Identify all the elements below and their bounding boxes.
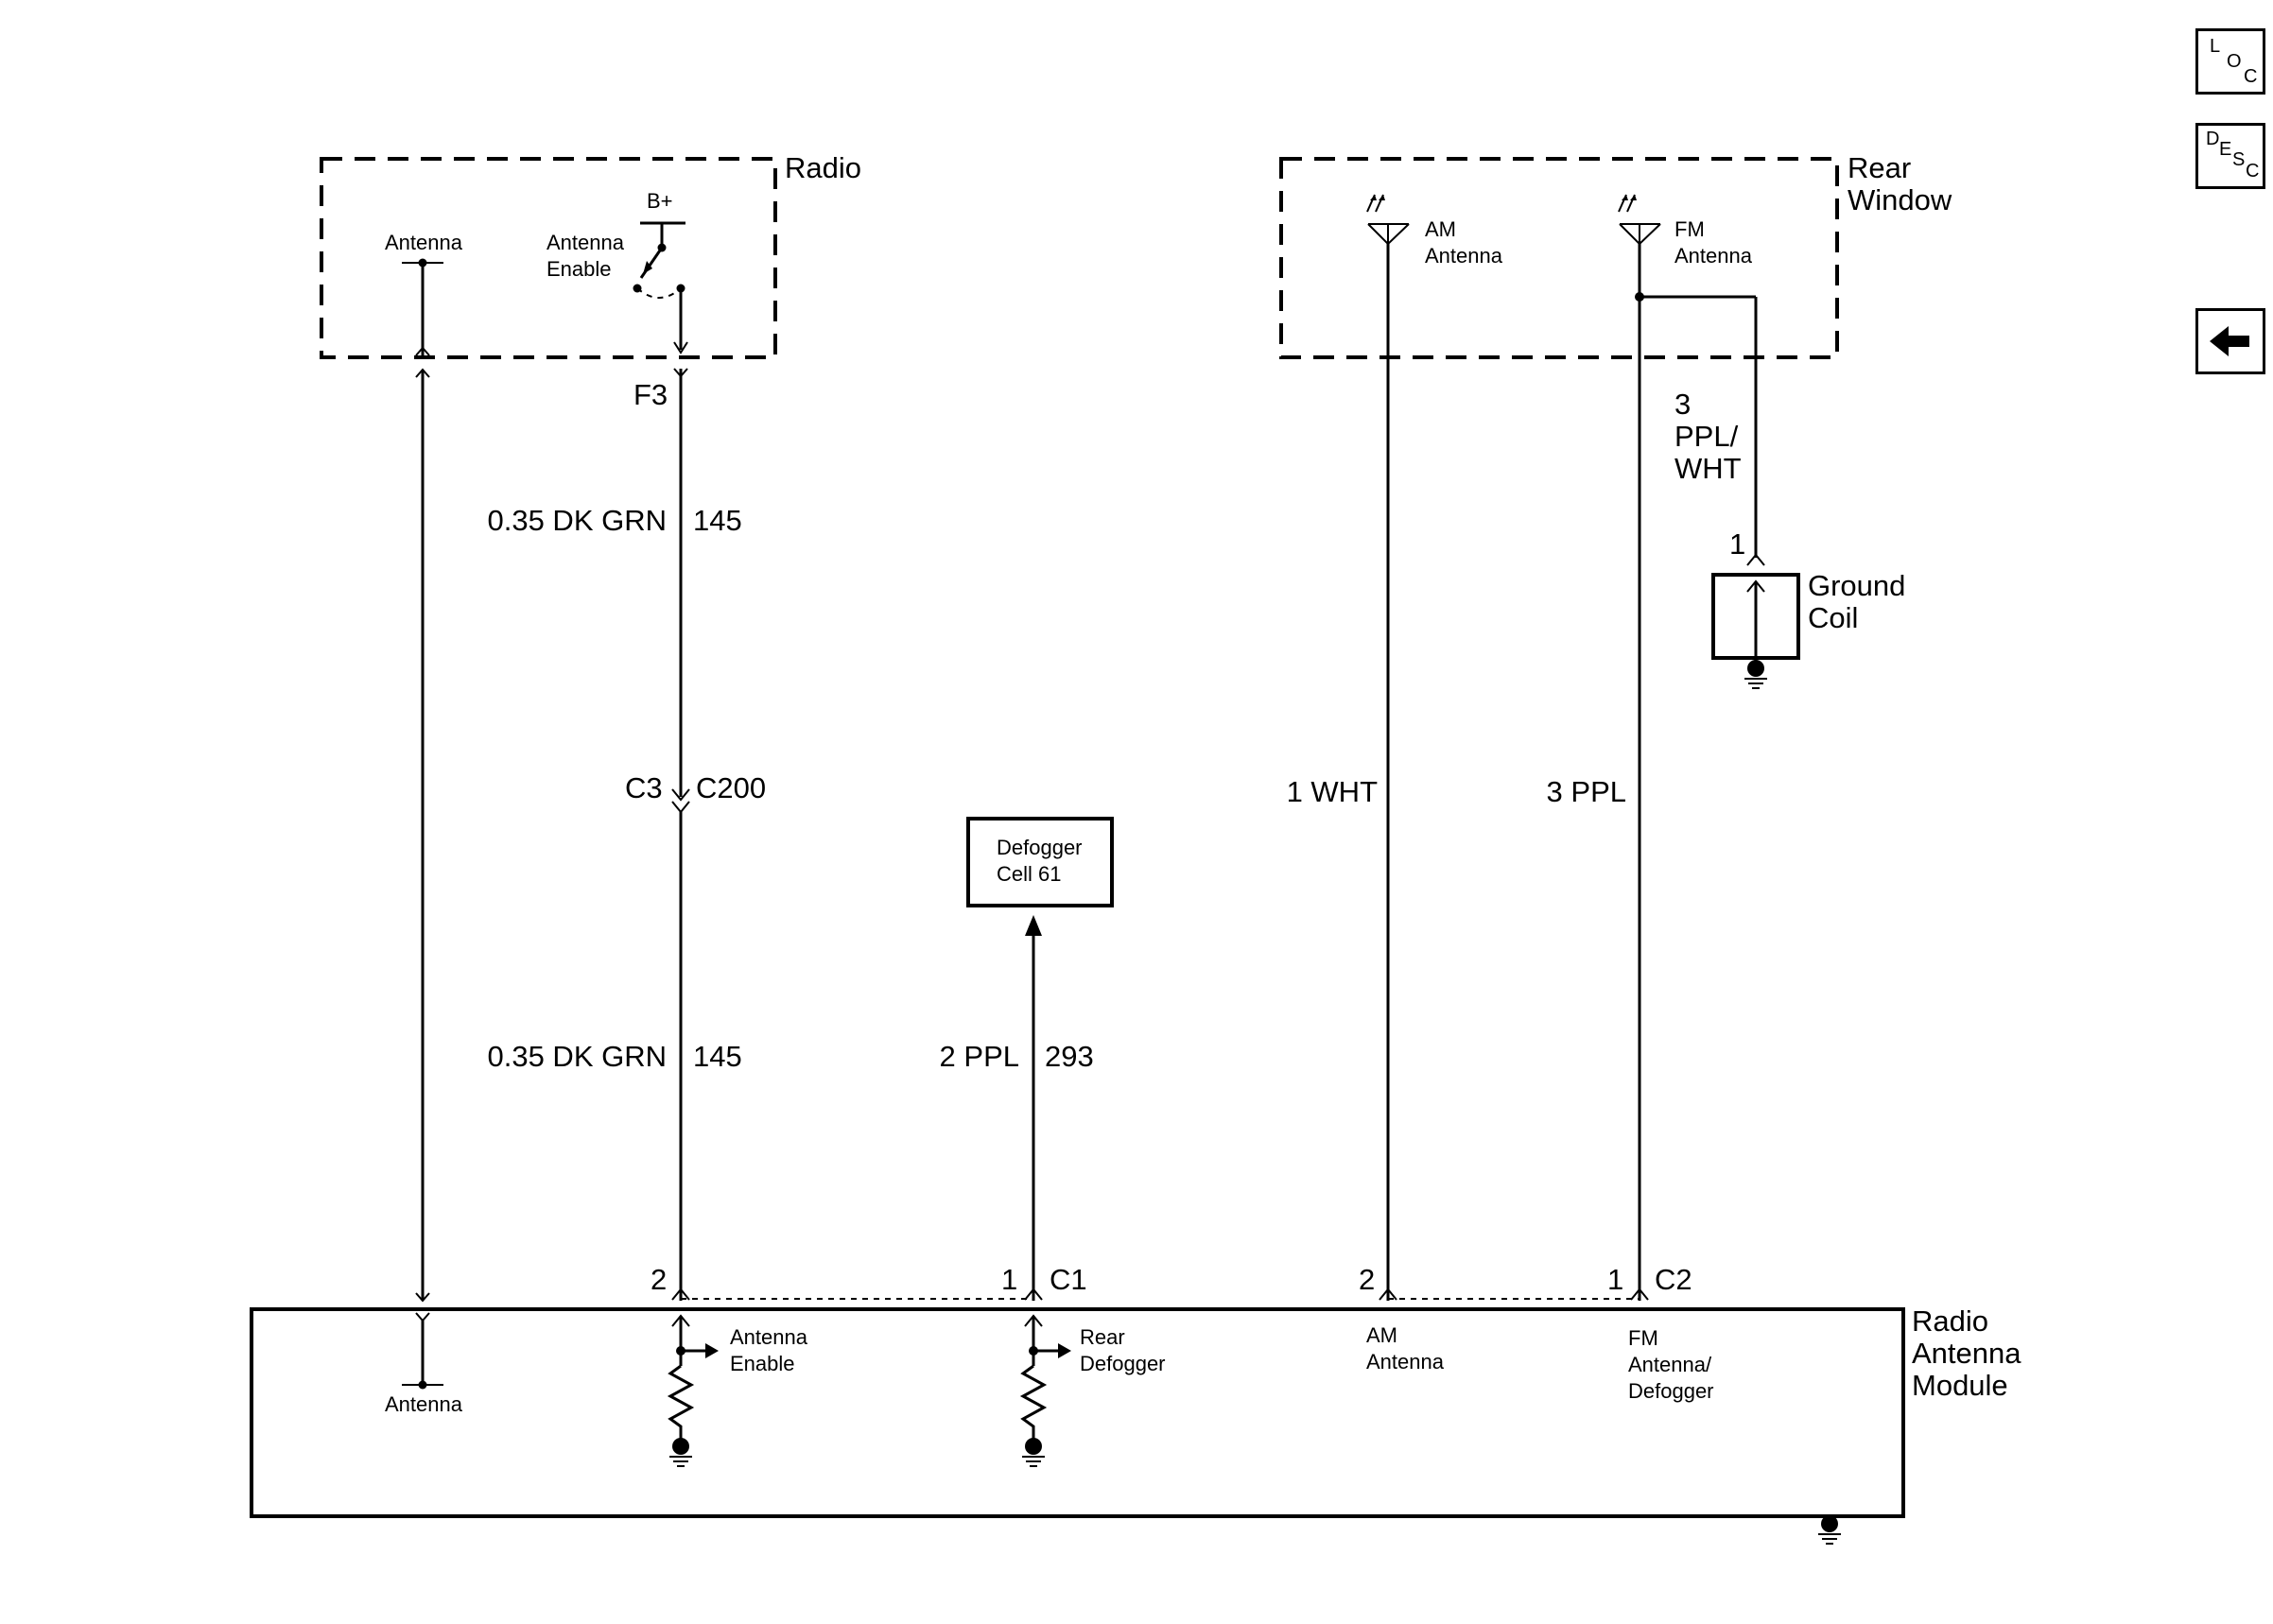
defogger-wire xyxy=(1024,915,1043,1301)
radio-antenna-node xyxy=(418,258,427,268)
radio-enable-label-2: Enable xyxy=(547,257,612,281)
desc-letter-c: C xyxy=(2246,161,2260,181)
connector-c200-label: C200 xyxy=(696,771,766,804)
module-case-ground-icon xyxy=(1818,1515,1841,1545)
module-fm-label-3: Defogger xyxy=(1628,1379,1714,1403)
antenna-enable-wire xyxy=(671,368,690,1301)
ground-coil-component xyxy=(1711,573,1800,689)
module-am-label-2: Antenna xyxy=(1366,1350,1445,1373)
loc-letter-o: O xyxy=(2227,51,2242,72)
rear-window-title-1: Rear xyxy=(1848,151,1911,184)
connector-c1-pin-1: 1 xyxy=(1001,1263,1017,1296)
radio-antenna-label: Antenna xyxy=(385,231,463,254)
wire-enable-lower-label: 0.35 DK GRN xyxy=(487,1040,667,1073)
radio-enable-label-1: Antenna xyxy=(547,231,625,254)
wire-fm-label: 3 PPL xyxy=(1547,775,1626,808)
loc-letter-l: L xyxy=(2210,36,2221,57)
wire-am-label: 1 WHT xyxy=(1287,775,1379,808)
connector-c2-pin-1: 1 xyxy=(1607,1263,1623,1296)
wire-ground-coil-label-2: PPL/ xyxy=(1674,420,1739,453)
wire-enable-lower-circuit: 145 xyxy=(693,1040,742,1073)
wire-enable-upper-circuit: 145 xyxy=(693,504,742,537)
connector-c3-label: C3 xyxy=(625,771,663,804)
desc-letter-e: E xyxy=(2219,139,2232,160)
am-wire xyxy=(1379,244,1397,1301)
am-antenna-icon xyxy=(1366,194,1410,245)
back-button[interactable] xyxy=(2195,308,2265,374)
back-arrow-icon xyxy=(2210,326,2249,356)
module-title-1: Radio xyxy=(1912,1304,1988,1338)
fm-antenna-label-1: FM xyxy=(1674,217,1705,241)
connector-f3-label: F3 xyxy=(633,378,668,411)
am-antenna-label-2: Antenna xyxy=(1425,244,1503,268)
defogger-cell-component: Defogger Cell 61 xyxy=(966,817,1114,907)
module-defogger-label-2: Defogger xyxy=(1080,1352,1166,1375)
ground-coil-pin: 1 xyxy=(1729,527,1745,561)
module-enable-ground-icon xyxy=(669,1438,692,1467)
am-antenna-label-1: AM xyxy=(1425,217,1456,241)
loc-button[interactable]: L O C xyxy=(2195,28,2265,95)
ground-coil-label-1: Ground xyxy=(1808,569,1905,602)
ground-coil-label-2: Coil xyxy=(1808,601,1858,634)
module-antenna-label: Antenna xyxy=(385,1392,463,1416)
rear-window-component: Rear Window AM Antenna FM Antenna xyxy=(1279,151,1952,359)
connector-c2-pin-2: 2 xyxy=(1359,1263,1375,1296)
module-am-label-1: AM xyxy=(1366,1323,1397,1347)
radio-title: Radio xyxy=(785,151,861,184)
module-boundary xyxy=(250,1307,1905,1518)
module-title-3: Module xyxy=(1912,1369,2008,1402)
wire-ground-coil-label-3: WHT xyxy=(1674,452,1742,485)
connector-c1-label: C1 xyxy=(1050,1263,1087,1296)
defogger-cell-label-2: Cell 61 xyxy=(997,862,1061,886)
module-fm-label-2: Antenna/ xyxy=(1628,1353,1712,1376)
desc-button[interactable]: D E S C xyxy=(2195,123,2265,189)
wire-defogger-label: 2 PPL xyxy=(940,1040,1019,1073)
radio-bplus-label: B+ xyxy=(647,189,673,213)
desc-letter-s: S xyxy=(2232,149,2246,170)
module-enable-label-1: Antenna xyxy=(730,1325,808,1349)
loc-letter-c: C xyxy=(2244,66,2258,87)
rear-window-boundary xyxy=(1279,157,1839,359)
fm-wire xyxy=(1630,244,1649,1301)
radio-boundary xyxy=(320,157,777,359)
desc-letter-d: D xyxy=(2206,129,2220,149)
module-title-2: Antenna xyxy=(1912,1337,2021,1370)
module-enable-label-2: Enable xyxy=(730,1352,795,1375)
module-defogger-label-1: Rear xyxy=(1080,1325,1125,1349)
wire-ground-coil-label-1: 3 xyxy=(1674,388,1691,421)
module-defogger-ground-icon xyxy=(1022,1438,1045,1467)
module-fm-label-1: FM xyxy=(1628,1326,1658,1350)
rear-window-title-2: Window xyxy=(1848,183,1952,216)
wire-enable-upper-label: 0.35 DK GRN xyxy=(487,504,667,537)
ground-coil-ground-icon xyxy=(1744,660,1767,689)
antenna-wire xyxy=(415,346,430,1303)
wire-defogger-circuit: 293 xyxy=(1045,1040,1094,1073)
fm-antenna-label-2: Antenna xyxy=(1674,244,1753,268)
radio-component: Radio Antenna B+ Antenna Enable xyxy=(320,151,861,359)
fm-antenna-icon xyxy=(1618,194,1661,245)
module-enable-circuit xyxy=(667,1314,719,1467)
connector-c2-label: C2 xyxy=(1655,1263,1692,1296)
radio-antenna-module: Radio Antenna Module Antenna Antenna Ena… xyxy=(250,1304,2021,1545)
module-defogger-circuit xyxy=(1019,1314,1071,1467)
defogger-cell-label-1: Defogger xyxy=(997,836,1083,859)
connector-c1-pin-2: 2 xyxy=(651,1263,667,1296)
ground-coil-wire xyxy=(1746,297,1765,566)
